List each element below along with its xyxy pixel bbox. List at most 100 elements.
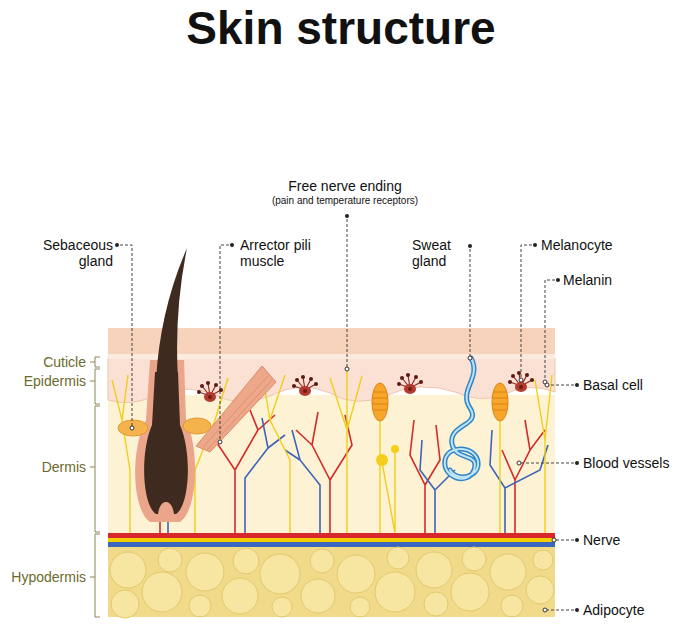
part-label: Blood vessels <box>583 455 678 471</box>
fat-cell <box>142 572 182 612</box>
nerve-ending-bulb <box>391 445 399 453</box>
fat-cell <box>233 548 259 574</box>
leader-line <box>545 280 555 380</box>
bracket <box>90 357 100 367</box>
melanocyte-cell <box>397 373 423 394</box>
fat-cell <box>301 579 335 613</box>
nerve-fiber <box>535 375 552 533</box>
hair-follicle <box>118 248 276 522</box>
leader-dot <box>575 608 579 612</box>
layer-label: Dermis <box>2 459 86 475</box>
part-label: Adipocyte <box>583 602 678 618</box>
fat-cell <box>375 572 415 612</box>
bracket <box>90 406 100 532</box>
part-label: Nerve <box>583 532 678 548</box>
leader-line <box>220 245 229 440</box>
receptor-label: Free nerve ending <box>195 178 495 194</box>
hypodermis-layer <box>108 546 555 617</box>
pacinian-corpuscle <box>492 383 508 421</box>
fat-cell <box>111 590 139 618</box>
follicle-bulb <box>144 372 188 514</box>
melanocyte-cell <box>292 375 318 396</box>
leader-line <box>120 245 132 426</box>
sebaceous-lobe <box>183 418 211 434</box>
fat-cell <box>189 595 211 617</box>
sweat-duct-outer <box>445 358 478 479</box>
leader-dot <box>345 214 349 218</box>
fat-cell <box>490 554 526 590</box>
nerve-ending-bulb <box>376 454 388 466</box>
corpuscle-stripes <box>492 392 508 410</box>
fat-cell <box>462 547 486 571</box>
fat-cell <box>222 578 258 614</box>
sebaceous-lobe <box>118 420 148 436</box>
adipocytes <box>110 547 554 618</box>
corpuscle-stripes <box>372 392 388 410</box>
vein <box>490 430 548 533</box>
fat-cell <box>110 552 146 588</box>
leader-line <box>347 219 348 367</box>
fat-cell <box>526 576 554 604</box>
leader-dot <box>230 243 234 247</box>
leader-line <box>521 245 532 378</box>
title: Skin structure <box>0 2 682 54</box>
leader-line <box>556 540 574 541</box>
target-dot <box>130 426 134 430</box>
fat-cell <box>260 554 300 594</box>
artery <box>296 412 352 533</box>
nerves <box>112 370 552 533</box>
part-label: Sebaceous gland <box>35 237 113 269</box>
layer-label: Epidermis <box>2 373 86 389</box>
nerve-fiber <box>195 378 228 533</box>
melanocyte-cell <box>197 381 223 402</box>
artery <box>502 420 545 533</box>
bracket <box>90 534 100 617</box>
arrector-pili <box>196 366 276 452</box>
part-label: Melanocyte <box>541 237 671 253</box>
follicle-sheath <box>135 360 195 522</box>
fat-cell <box>310 549 334 573</box>
leader-dot <box>575 461 579 465</box>
receptor-note: (pain and temperature receptors) <box>195 195 495 207</box>
target-dot <box>218 440 222 444</box>
nerve-strip-yellow <box>108 538 555 542</box>
leader-dots <box>115 214 579 612</box>
vein <box>245 418 285 533</box>
part-label: Arrector pili muscle <box>240 237 320 269</box>
target-dot <box>519 378 523 382</box>
fat-cell <box>451 573 489 611</box>
leader-line <box>547 610 574 611</box>
bracket <box>90 369 100 404</box>
layer-label: Cuticle <box>2 354 86 370</box>
fat-cell <box>337 555 375 593</box>
layer-label: Hypodermis <box>2 569 86 585</box>
leader-line <box>521 463 574 464</box>
fat-cell <box>158 548 182 572</box>
leader-dot <box>115 243 119 247</box>
pacinian-corpuscle <box>372 383 388 421</box>
target-dot <box>545 383 549 387</box>
fat-cell <box>387 547 409 569</box>
leader-targets <box>130 356 556 612</box>
leader-dot <box>533 243 537 247</box>
nerve-strip-red <box>108 533 555 538</box>
nerve-fiber <box>112 375 130 533</box>
nerve-fiber <box>262 372 290 533</box>
fat-cell <box>416 552 452 588</box>
leader-dot <box>468 244 472 248</box>
target-dot <box>552 538 556 542</box>
leader-line <box>470 249 471 356</box>
nerve-fiber <box>499 420 500 533</box>
fat-cell <box>501 595 523 617</box>
nerve-fiber <box>330 370 362 533</box>
nerve-fiber <box>379 420 380 533</box>
leader-dot <box>556 278 560 282</box>
sweat-gland <box>445 358 478 479</box>
fat-cell <box>272 597 292 617</box>
fat-cell <box>424 592 448 616</box>
layer-brackets <box>90 357 100 617</box>
part-label: Sweat gland <box>412 237 464 269</box>
target-dot <box>345 367 349 371</box>
hair-shaft <box>156 248 187 380</box>
